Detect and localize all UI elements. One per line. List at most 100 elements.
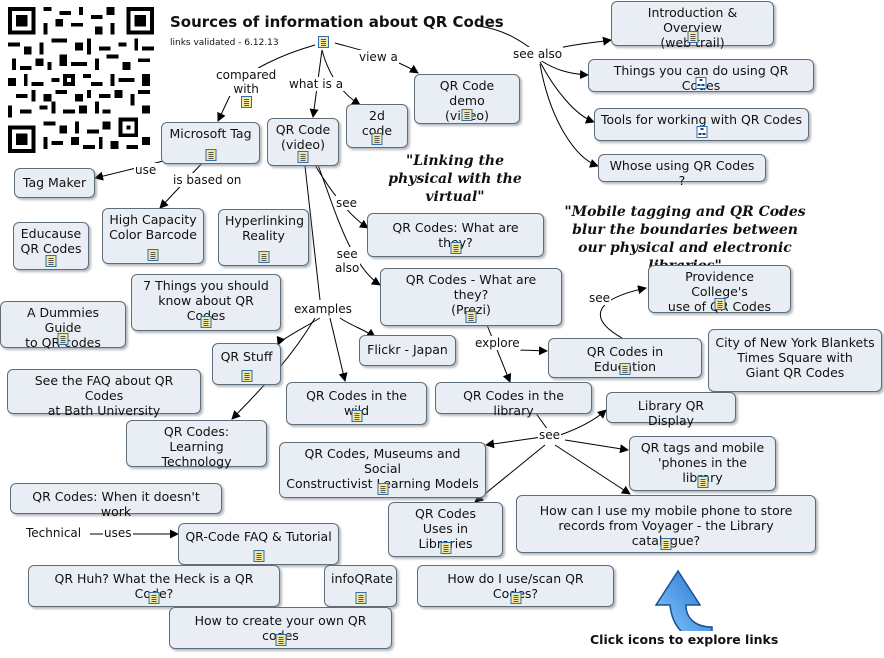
- node-high-capacity-color-barcode[interactable]: High Capacity Color Barcode: [102, 208, 204, 264]
- document-link-icon[interactable]: [371, 133, 383, 145]
- node-faq-bath[interactable]: See the FAQ about QR Codes at Bath Unive…: [7, 369, 201, 418]
- mindmap-link-icon[interactable]: [696, 126, 707, 138]
- document-link-icon[interactable]: [318, 36, 329, 48]
- node-qr-codes-in-the-library[interactable]: QR Codes in the library: [435, 382, 592, 418]
- document-link-icon[interactable]: [147, 249, 159, 261]
- document-link-icon[interactable]: [57, 333, 69, 345]
- node-label: 2d code: [361, 108, 393, 138]
- node-uses-in-libraries[interactable]: QR Codes Uses in Libraries: [388, 502, 503, 557]
- node-label: Tag Maker: [22, 175, 87, 190]
- document-link-icon[interactable]: [205, 149, 216, 161]
- edge-label-uses: uses: [103, 526, 133, 540]
- node-label: 7 Things you should know about QR Codes: [143, 278, 269, 323]
- node-things-you-can-do[interactable]: Things you can do using QR Codes: [588, 59, 814, 93]
- edge-label-see: see: [335, 196, 359, 210]
- node-city-of-new-york[interactable]: City of New York Blankets Times Square w…: [708, 329, 882, 392]
- document-link-icon[interactable]: [275, 634, 286, 646]
- node-label: How can I use my mobile phone to store r…: [539, 503, 793, 548]
- document-link-icon[interactable]: [297, 151, 309, 163]
- edge-label-view-a: view a: [358, 50, 399, 64]
- click-icons-hint: Click icons to explore links: [590, 632, 779, 647]
- document-link-icon[interactable]: [440, 542, 451, 554]
- node-tag-maker[interactable]: Tag Maker: [14, 168, 95, 198]
- node-label: Microsoft Tag: [169, 126, 252, 141]
- document-link-icon[interactable]: [714, 298, 725, 310]
- document-link-icon[interactable]: [660, 538, 672, 550]
- document-link-icon[interactable]: [510, 592, 521, 604]
- node-2d-code[interactable]: 2d code: [346, 104, 408, 148]
- edge-label-see-also-2: see also: [334, 247, 361, 275]
- document-link-icon[interactable]: [253, 550, 264, 562]
- node-label: See the FAQ about QR Codes at Bath Unive…: [34, 373, 174, 418]
- node-qr-tags-mobile-phones[interactable]: QR tags and mobile 'phones in the librar…: [629, 436, 776, 491]
- node-introduction-overview[interactable]: Introduction & Overview (web trail): [611, 1, 774, 50]
- node-providence-college[interactable]: Providence College's use of QR Codes: [648, 265, 791, 314]
- document-link-icon[interactable]: [241, 96, 252, 108]
- map-title: Sources of information about QR Codes: [170, 13, 504, 31]
- edge-label-explore: explore: [474, 336, 521, 350]
- node-educause[interactable]: Educause QR Codes: [13, 222, 89, 270]
- node-voyager-catalogue[interactable]: How can I use my mobile phone to store r…: [516, 495, 816, 553]
- document-link-icon[interactable]: [241, 370, 252, 382]
- node-dummies-guide[interactable]: A Dummies Guide to QR codes: [0, 301, 126, 350]
- node-when-it-doesnt-work[interactable]: QR Codes: When it doesn't work: [10, 483, 222, 519]
- document-link-icon[interactable]: [619, 363, 631, 375]
- document-link-icon[interactable]: [687, 31, 698, 43]
- node-qr-huh[interactable]: QR Huh? What the Heck is a QR Code?: [28, 565, 280, 607]
- node-label: Whose using QR Codes ?: [609, 158, 755, 188]
- document-link-icon[interactable]: [450, 242, 461, 254]
- edge-label-what-is-a: what is a: [288, 77, 345, 91]
- node-hyperlinking-reality[interactable]: Hyperlinking Reality: [218, 209, 309, 266]
- document-link-icon[interactable]: [377, 483, 388, 495]
- document-link-icon[interactable]: [465, 311, 477, 323]
- blue-curved-arrow-icon: [654, 569, 713, 631]
- node-label: Library QR Display: [637, 398, 705, 428]
- document-link-icon[interactable]: [45, 255, 57, 267]
- document-link-icon[interactable]: [461, 109, 473, 121]
- node-label: infoQRate: [331, 571, 393, 586]
- node-faq-tutorial[interactable]: QR-Code FAQ & Tutorial: [178, 523, 339, 565]
- node-label: Flickr - Japan: [367, 342, 448, 357]
- node-library-qr-display[interactable]: Library QR Display: [606, 392, 736, 428]
- node-qr-codes-prezi[interactable]: QR Codes - What are they? (Prezi): [380, 268, 562, 326]
- document-link-icon[interactable]: [258, 251, 269, 263]
- node-qr-codes-in-education[interactable]: QR Codes in Education: [548, 338, 702, 378]
- document-link-icon[interactable]: [697, 476, 708, 488]
- node-qr-stuff[interactable]: QR Stuff: [212, 343, 281, 385]
- node-tools-for-working[interactable]: Tools for working with QR Codes: [594, 108, 809, 141]
- document-link-icon[interactable]: [148, 592, 160, 604]
- node-label: Introduction & Overview (web trail): [647, 5, 738, 50]
- node-learning-technology[interactable]: QR Codes: Learning Technology: [126, 420, 267, 469]
- node-qr-codes-in-the-wild[interactable]: QR Codes in the wild: [286, 382, 427, 425]
- node-museums-social-constructivist[interactable]: QR Codes, Museums and Social Constructiv…: [279, 442, 486, 498]
- mindmap-link-icon[interactable]: [695, 77, 707, 89]
- edge-label-see-also: see also: [512, 47, 564, 61]
- edge-label-examples: examples: [293, 302, 353, 316]
- node-infoqrate[interactable]: infoQRate: [324, 565, 397, 607]
- node-qr-codes-what-are-they[interactable]: QR Codes: What are they?: [367, 213, 544, 257]
- node-label: QR Code (video): [275, 122, 331, 152]
- node-qr-code-video[interactable]: QR Code (video): [267, 118, 339, 166]
- node-label: QR Codes in the library: [463, 388, 564, 418]
- node-label: Things you can do using QR Codes: [613, 63, 789, 93]
- node-label: Educause QR Codes: [20, 226, 82, 256]
- node-how-do-i-use-scan[interactable]: How do I use/scan QR Codes?: [417, 565, 614, 607]
- node-flickr-japan[interactable]: Flickr - Japan: [359, 335, 456, 366]
- node-qr-code-demo[interactable]: QR Code demo (video): [414, 74, 520, 124]
- edge-label-see-library: see: [538, 428, 562, 442]
- node-microsoft-tag[interactable]: Microsoft Tag: [161, 122, 260, 164]
- node-label: Hyperlinking Reality: [225, 213, 304, 243]
- document-link-icon[interactable]: [355, 592, 366, 604]
- node-label: QR Stuff: [220, 349, 273, 364]
- node-label: A Dummies Guide to QR codes: [25, 305, 101, 350]
- node-7-things[interactable]: 7 Things you should know about QR Codes: [131, 274, 281, 331]
- node-whose-using[interactable]: Whose using QR Codes ?: [598, 154, 766, 188]
- validation-note: links validated - 6.12.13: [170, 38, 279, 48]
- document-link-icon[interactable]: [351, 410, 362, 422]
- node-how-to-create[interactable]: How to create your own QR codes: [169, 607, 392, 649]
- edge-label-compared-with: compared with: [215, 68, 278, 96]
- qr-code-image: [8, 7, 154, 153]
- document-link-icon[interactable]: [200, 316, 212, 328]
- node-label: QR Codes in the wild: [306, 388, 407, 418]
